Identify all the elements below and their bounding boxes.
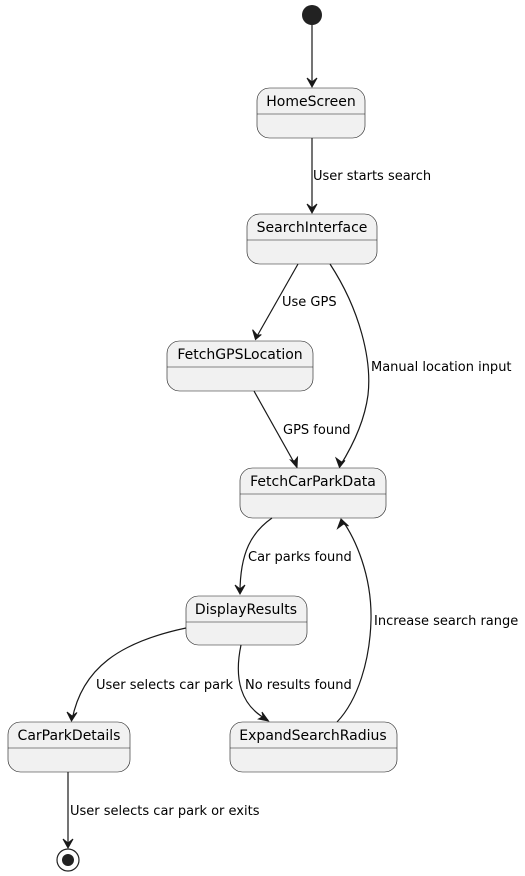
edge-home-to-search: User starts search: [306, 138, 431, 215]
edge-label-no-results-found: No results found: [245, 678, 352, 693]
edge-label-car-parks-found: Car parks found: [248, 550, 352, 565]
edge-label-gps-found: GPS found: [283, 423, 351, 438]
edge-label-user-starts-search: User starts search: [313, 169, 431, 184]
edge-gps-to-fetch: GPS found: [253, 390, 351, 469]
state-home-screen-label: HomeScreen: [266, 94, 355, 110]
state-fetch-car-park-data[interactable]: FetchCarParkData: [239, 467, 387, 519]
state-display-results[interactable]: DisplayResults: [185, 595, 308, 646]
edge-label-user-selects-or-exits: User selects car park or exits: [70, 804, 260, 819]
final-state: [56, 848, 80, 872]
state-expand-search-radius[interactable]: ExpandSearchRadius: [229, 721, 398, 773]
edge-fetch-to-display: Car parks found: [234, 517, 352, 596]
edge-search-to-gps: Use GPS: [252, 263, 337, 341]
state-fetch-gps-location-label: FetchGPSLocation: [177, 347, 302, 363]
edge-display-to-details: User selects car park: [66, 627, 233, 723]
state-search-interface-label: SearchInterface: [257, 220, 368, 236]
edge-label-use-gps: Use GPS: [282, 295, 337, 310]
edge-label-manual-location-input: Manual location input: [371, 360, 512, 375]
edge-label-user-selects-car-park: User selects car park: [96, 678, 233, 693]
state-car-park-details[interactable]: CarParkDetails: [7, 721, 131, 773]
state-car-park-details-label: CarParkDetails: [18, 728, 121, 744]
edge-display-to-expand: No results found: [237, 644, 352, 722]
state-fetch-gps-location[interactable]: FetchGPSLocation: [166, 340, 314, 392]
state-expand-search-radius-label: ExpandSearchRadius: [239, 728, 386, 744]
state-home-screen[interactable]: HomeScreen: [256, 87, 366, 139]
edge-start-to-home: [306, 25, 318, 89]
initial-state: [302, 5, 322, 25]
state-display-results-label: DisplayResults: [195, 602, 297, 618]
state-fetch-car-park-data-label: FetchCarParkData: [250, 474, 376, 490]
edge-search-to-fetch-manual: Manual location input: [329, 263, 512, 469]
state-search-interface[interactable]: SearchInterface: [246, 213, 378, 265]
edge-details-to-end: User selects car park or exits: [62, 772, 260, 850]
edge-expand-to-fetch: Increase search range: [336, 518, 518, 723]
edge-label-increase-search-range: Increase search range: [374, 614, 518, 629]
